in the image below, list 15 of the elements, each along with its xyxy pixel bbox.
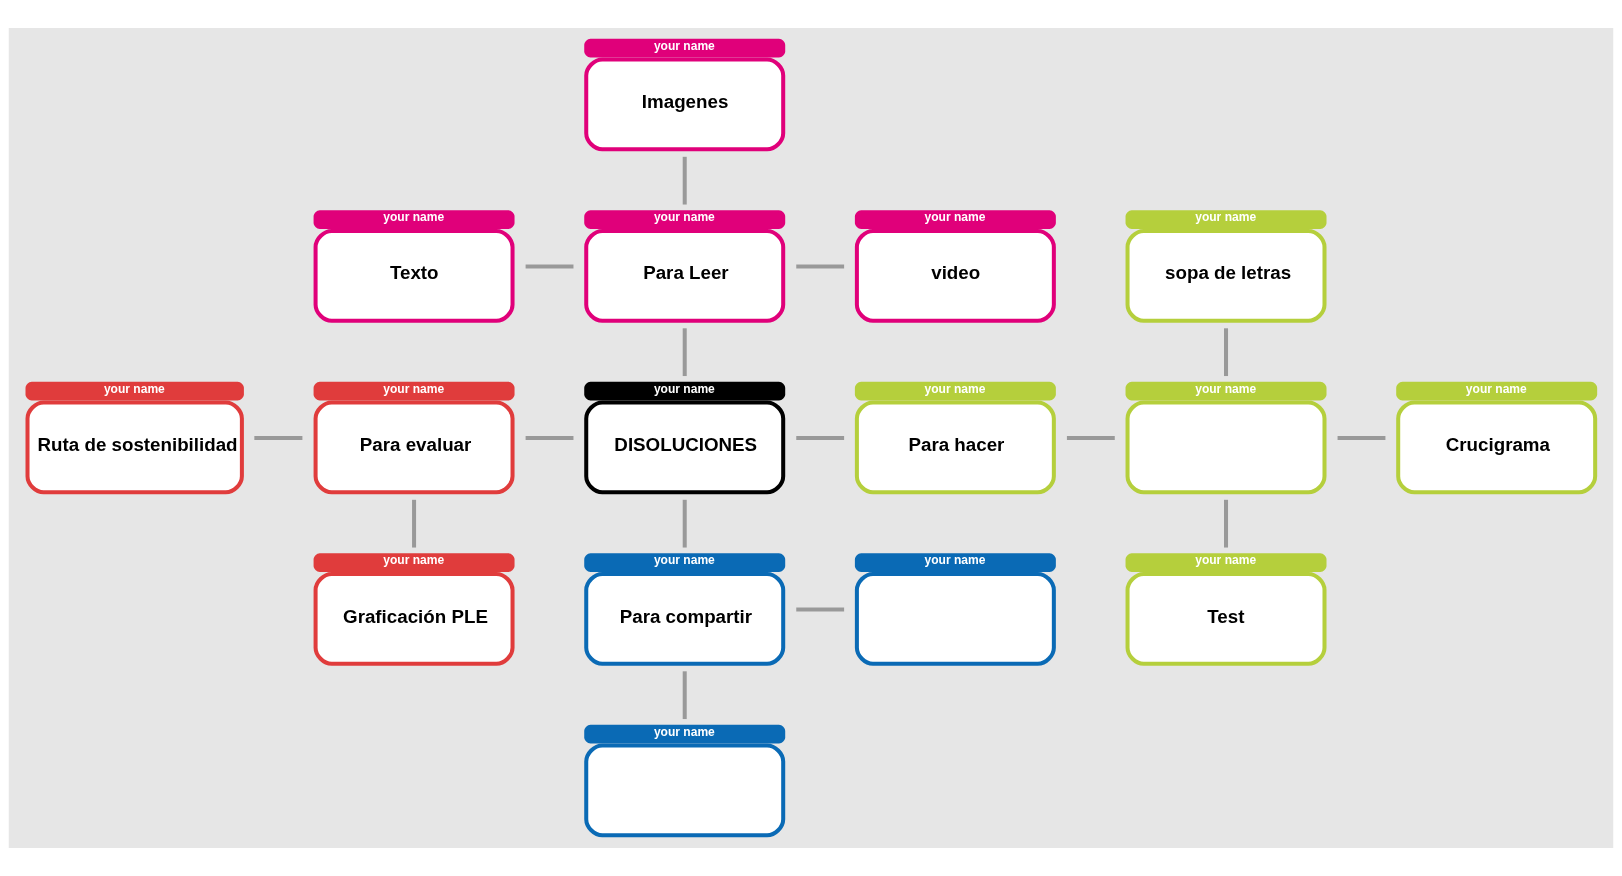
connector bbox=[525, 436, 574, 440]
connector bbox=[796, 436, 845, 440]
connector bbox=[254, 436, 303, 440]
connector bbox=[796, 607, 845, 612]
connector bbox=[682, 156, 687, 205]
connector bbox=[1224, 328, 1229, 377]
connector bbox=[682, 499, 687, 548]
connector bbox=[682, 671, 687, 720]
connector bbox=[1224, 499, 1229, 548]
connector bbox=[412, 499, 417, 548]
connector bbox=[1337, 436, 1386, 440]
connector bbox=[525, 264, 574, 269]
connector bbox=[682, 328, 687, 377]
connector bbox=[796, 264, 845, 269]
connector bbox=[1066, 436, 1115, 440]
